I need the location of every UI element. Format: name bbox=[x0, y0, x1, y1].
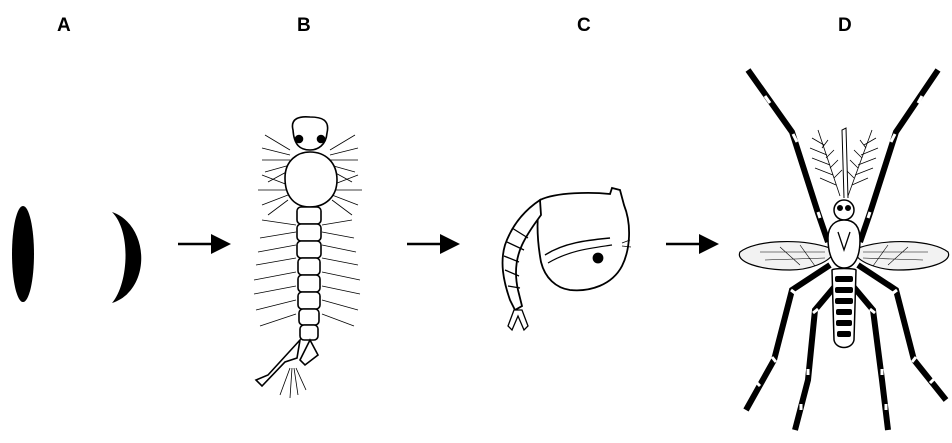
mosquito-egg-icon bbox=[12, 206, 141, 303]
mosquito-pupa-icon bbox=[503, 188, 631, 330]
adult-mosquito-icon bbox=[739, 70, 948, 430]
mosquito-larva-icon bbox=[254, 117, 362, 398]
